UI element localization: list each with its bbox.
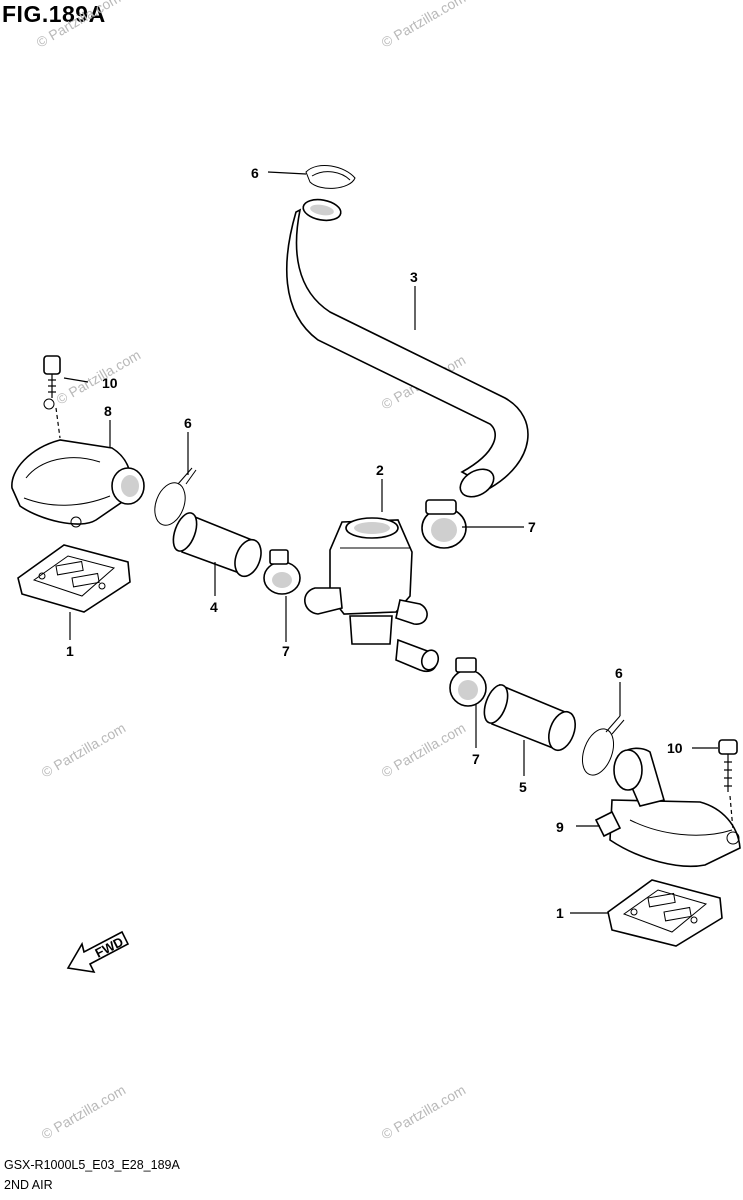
watermark: © Partzilla.com xyxy=(54,347,144,408)
callout-6-top: 6 xyxy=(251,165,259,181)
section-name: 2ND AIR xyxy=(4,1178,53,1192)
callout-4: 4 xyxy=(210,599,218,615)
watermark: © Partzilla.com xyxy=(39,720,129,781)
hose-part-4 xyxy=(172,512,262,578)
callout-7-lower: 7 xyxy=(472,751,480,767)
callout-1-lower: 1 xyxy=(556,905,564,921)
hose-part-3 xyxy=(285,198,529,498)
reed-cover-part-8 xyxy=(11,439,145,528)
reed-plate-part-1-lower xyxy=(607,879,723,947)
callout-8: 8 xyxy=(104,403,112,419)
clamp-part-7-lower xyxy=(449,657,487,707)
callouts: 6 3 2 7 6 8 10 1 4 7 7 5 6 10 9 1 xyxy=(66,165,683,921)
fwd-arrow-icon: FWD xyxy=(66,930,130,974)
callout-5: 5 xyxy=(519,779,527,795)
callout-9: 9 xyxy=(556,819,564,835)
callout-7-upper: 7 xyxy=(528,519,536,535)
valve-part-2 xyxy=(304,517,440,673)
clip-part-6-top xyxy=(305,164,356,189)
clamp-part-7-mid xyxy=(263,549,301,595)
clip-part-6-right xyxy=(581,715,625,776)
watermark: © Partzilla.com xyxy=(379,0,469,51)
watermark: © Partzilla.com xyxy=(39,1082,129,1143)
reed-cover-part-9 xyxy=(594,747,741,868)
model-code: GSX-R1000L5_E03_E28_189A xyxy=(4,1158,180,1172)
clamp-part-7-upper xyxy=(421,499,467,549)
fwd-label: FWD xyxy=(93,934,126,961)
leader-lines xyxy=(63,171,718,914)
callout-1-upper: 1 xyxy=(66,643,74,659)
hose-part-5 xyxy=(483,683,576,752)
callout-3: 3 xyxy=(410,269,418,285)
callout-10-upper: 10 xyxy=(102,375,118,391)
watermark: © Partzilla.com xyxy=(34,0,124,51)
watermark: © Partzilla.com xyxy=(379,1082,469,1143)
bolt-part-10-lower xyxy=(718,739,738,831)
bolt-part-10-upper xyxy=(43,355,61,439)
callout-7-mid: 7 xyxy=(282,643,290,659)
watermark: © Partzilla.com xyxy=(379,720,469,781)
figure-title: FIG.189A xyxy=(2,1,106,27)
callout-10-lower: 10 xyxy=(667,740,683,756)
reed-plate-part-1-upper xyxy=(17,544,131,613)
callout-6-mid: 6 xyxy=(184,415,192,431)
callout-2: 2 xyxy=(376,462,384,478)
clip-part-6-mid xyxy=(154,467,197,526)
callout-6-right: 6 xyxy=(615,665,623,681)
